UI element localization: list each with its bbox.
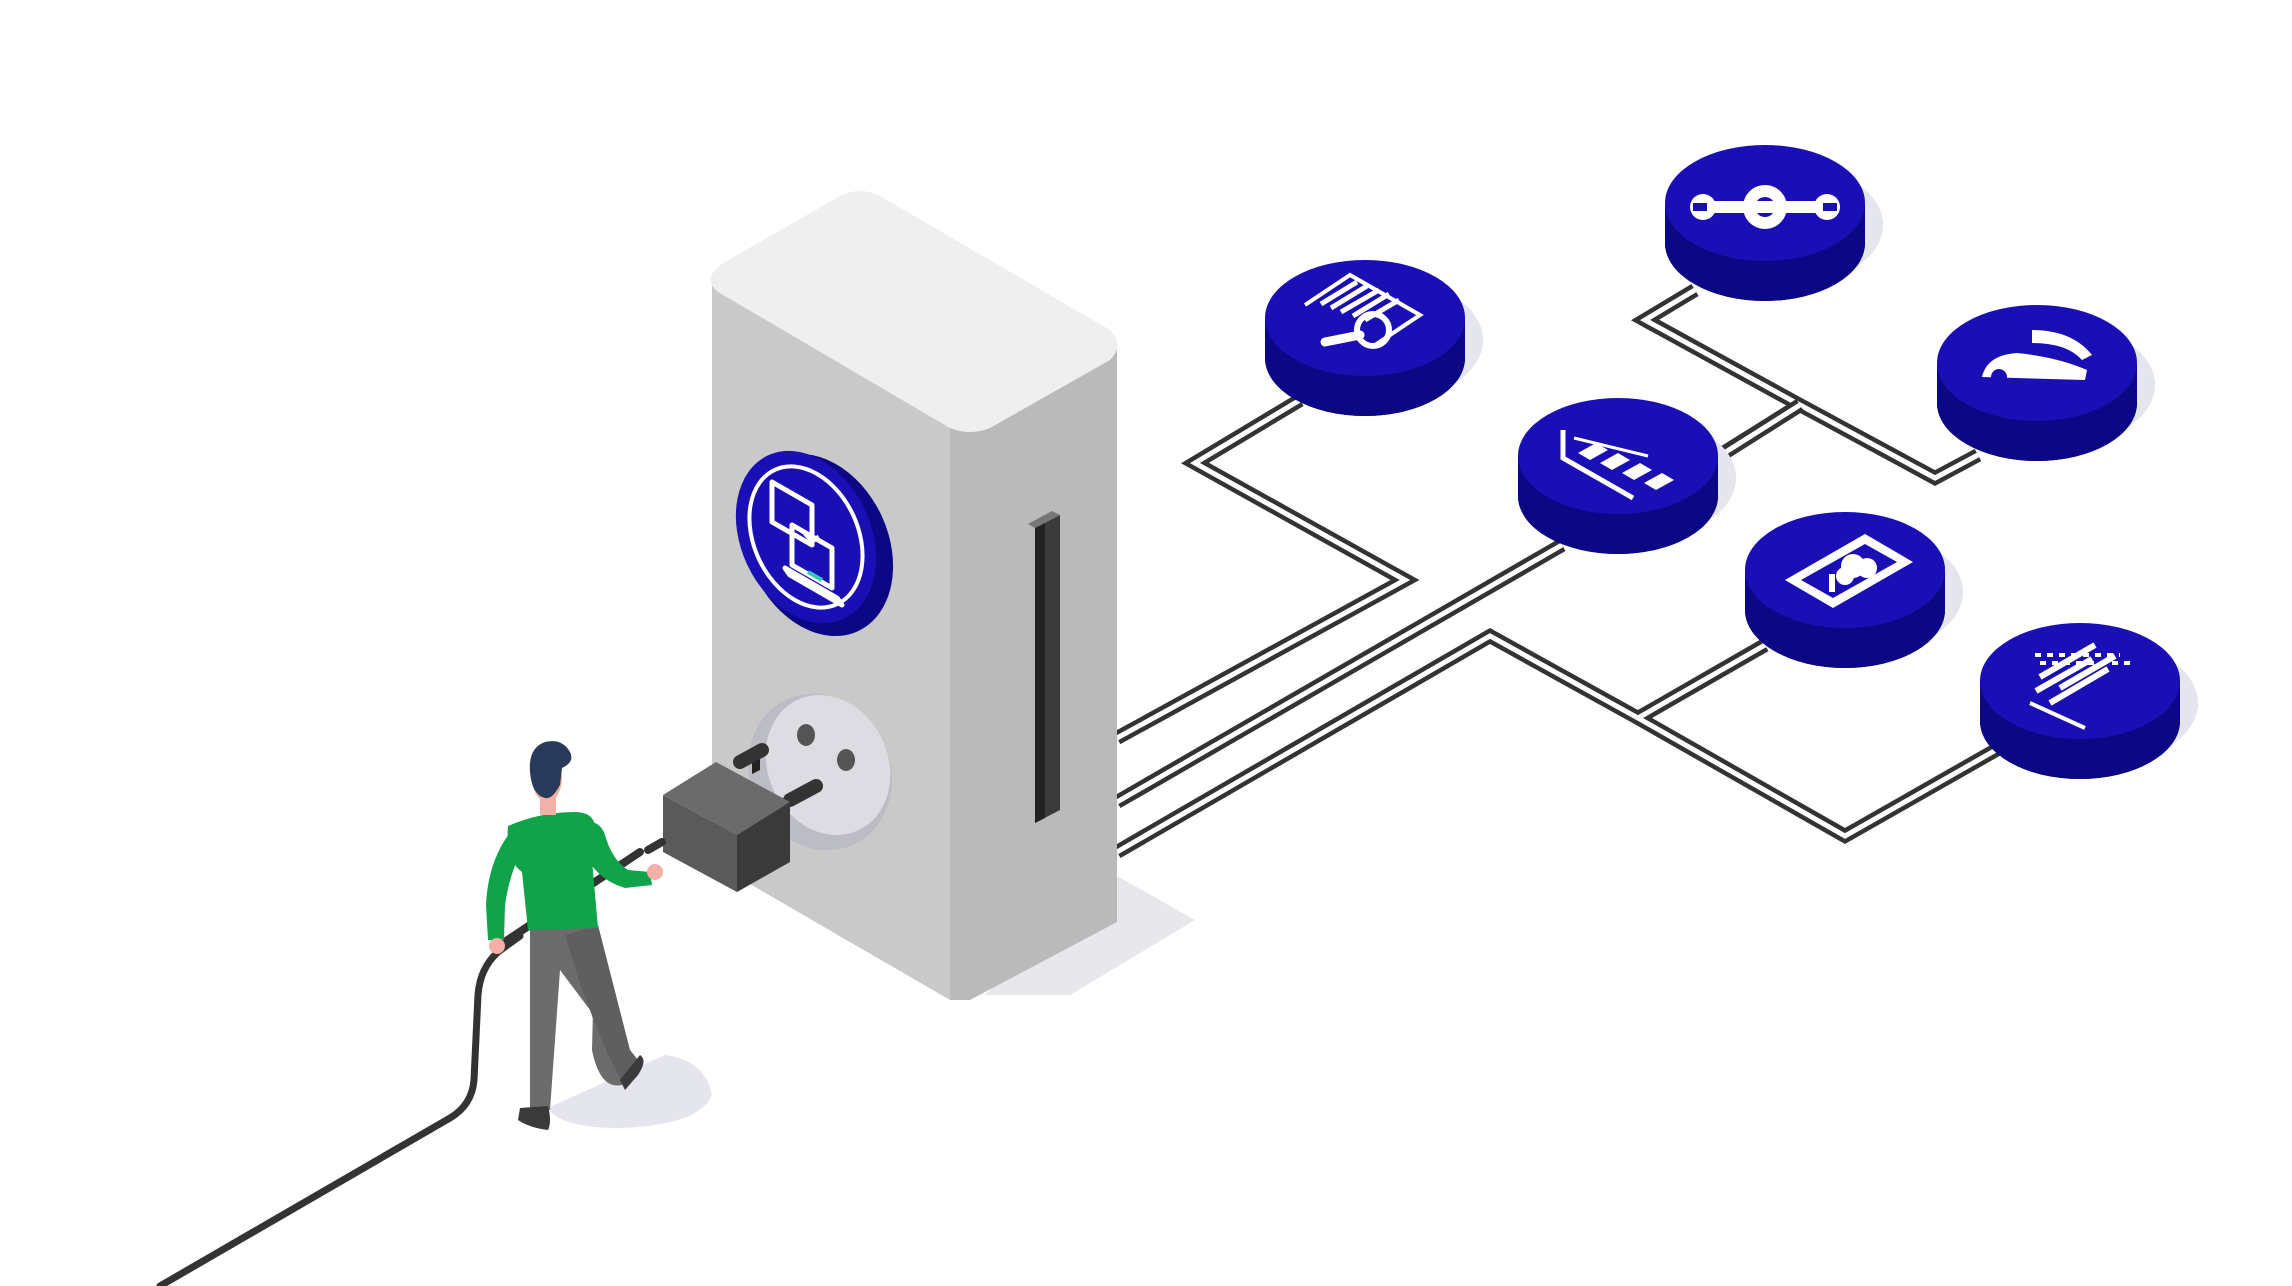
node-data xyxy=(1980,623,2198,779)
wrench-gear-icon xyxy=(1690,185,1840,229)
person-shirt xyxy=(507,812,598,930)
person-back-shoe xyxy=(620,1055,644,1090)
wire-analytics xyxy=(1113,283,1982,809)
wire-barcode xyxy=(1113,393,1420,745)
person-hair xyxy=(529,741,572,799)
person xyxy=(486,741,712,1130)
node-settings xyxy=(1665,145,1883,301)
bar-chart-icon xyxy=(1560,430,1674,501)
ground-cable xyxy=(156,932,524,1286)
device-side-face xyxy=(950,345,1117,1000)
node-barcode xyxy=(1265,260,1483,416)
data-bars-icon xyxy=(2029,642,2130,730)
plug-right-face xyxy=(737,802,790,892)
barcode-search-icon xyxy=(1303,272,1424,349)
location-pin-icon xyxy=(1982,330,2092,385)
circuit-wires xyxy=(1113,283,2014,859)
plug-prong-bottom xyxy=(783,779,823,807)
node-analytics xyxy=(1518,398,1736,554)
device-top-face xyxy=(710,191,1118,432)
person-front-leg xyxy=(530,925,632,1110)
person-shadow xyxy=(548,1055,712,1128)
person-back-hand xyxy=(489,938,505,954)
plug xyxy=(644,743,823,892)
plug-left-face xyxy=(663,795,737,892)
device-badge xyxy=(735,450,894,637)
person-front-arm xyxy=(585,821,652,888)
node-location xyxy=(1937,305,2155,461)
laptop-download-icon xyxy=(769,479,845,608)
person-front-hand xyxy=(647,864,663,880)
plug-top-face xyxy=(663,762,790,835)
node-cloud xyxy=(1745,512,1963,668)
device-slot xyxy=(1028,511,1060,823)
cloud-device-icon xyxy=(1785,534,1913,608)
device xyxy=(710,191,1195,1000)
person-back-leg-fill xyxy=(565,925,638,1082)
person-back-arm xyxy=(486,830,525,940)
wire-cloud-data xyxy=(1113,627,2014,859)
person-front-shoe xyxy=(518,1106,550,1130)
